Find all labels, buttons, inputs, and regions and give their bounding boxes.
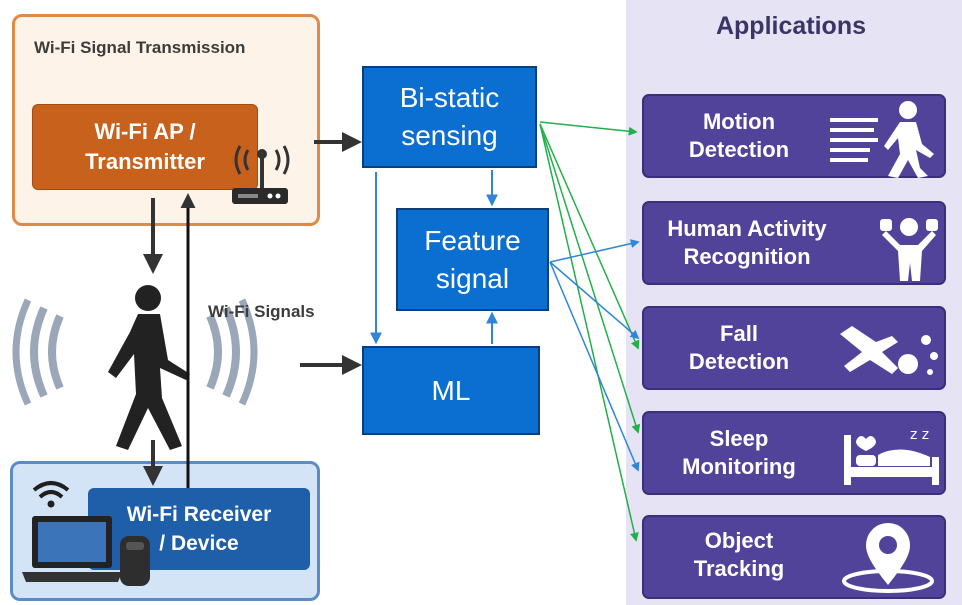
receiver-label-line2: / Device	[159, 532, 239, 555]
arrow-bistatic-to-fall	[539, 123, 640, 350]
app-label: Object Tracking	[693, 528, 785, 581]
svg-text:z z: z z	[910, 427, 929, 443]
transmission-title: Wi-Fi Signal Transmission	[34, 38, 246, 57]
app-label: Fall Detection	[688, 321, 790, 374]
laptop-icon	[22, 516, 150, 586]
app-label: Human Activity Recognition	[667, 216, 827, 269]
arrow-feature-to-activity	[549, 239, 640, 263]
walking-person-icon	[830, 101, 934, 178]
transmitter-box: Wi-Fi AP / Transmitter	[32, 104, 258, 190]
bistatic-line2: sensing	[401, 120, 498, 151]
router-icon	[232, 145, 290, 204]
feature-signal-box: Feature signal	[396, 208, 549, 311]
falling-person-icon	[840, 326, 938, 375]
location-pin-icon	[842, 523, 934, 593]
arrow-bistatic-to-sleep	[539, 123, 641, 434]
arrow-bistatic-to-motion	[539, 121, 638, 136]
feature-line1: Feature	[424, 224, 521, 256]
app-label: Sleep Monitoring	[682, 426, 796, 479]
sleeping-bed-icon: z z	[844, 427, 939, 485]
arrow-feature-to-fall	[549, 261, 640, 340]
transmitter-label-line1: Wi-Fi AP /	[94, 119, 196, 144]
bistatic-line1: Bi-static	[399, 82, 500, 113]
app-label: Motion Detection	[688, 109, 790, 162]
bistatic-sensing-box: Bi-static sensing	[362, 66, 537, 168]
feature-line2: signal	[435, 262, 510, 294]
wifi-icon	[32, 481, 70, 508]
transmitter-label-line2: Transmitter	[85, 149, 205, 174]
app-card-human-activity-recognition: Human Activity Recognition	[642, 201, 946, 285]
ml-label: ML	[431, 374, 471, 406]
app-card-object-tracking: Object Tracking	[642, 515, 946, 599]
arrow-bistatic-to-tracking	[539, 123, 639, 542]
arrow-feature-to-sleep	[549, 261, 640, 472]
receiver-label-line1: Wi-Fi Receiver	[126, 503, 272, 526]
applications-title: Applications	[715, 12, 866, 40]
exercising-person-icon	[880, 218, 938, 281]
walking-person-icon	[12, 285, 258, 450]
app-card-motion-detection: Motion Detection	[642, 94, 946, 178]
wifi-signals-label: Wi-Fi Signals	[208, 302, 315, 321]
app-card-fall-detection: Fall Detection	[642, 306, 946, 390]
app-card-sleep-monitoring: Sleep Monitoring z z	[642, 411, 946, 495]
ml-box: ML	[362, 346, 540, 435]
